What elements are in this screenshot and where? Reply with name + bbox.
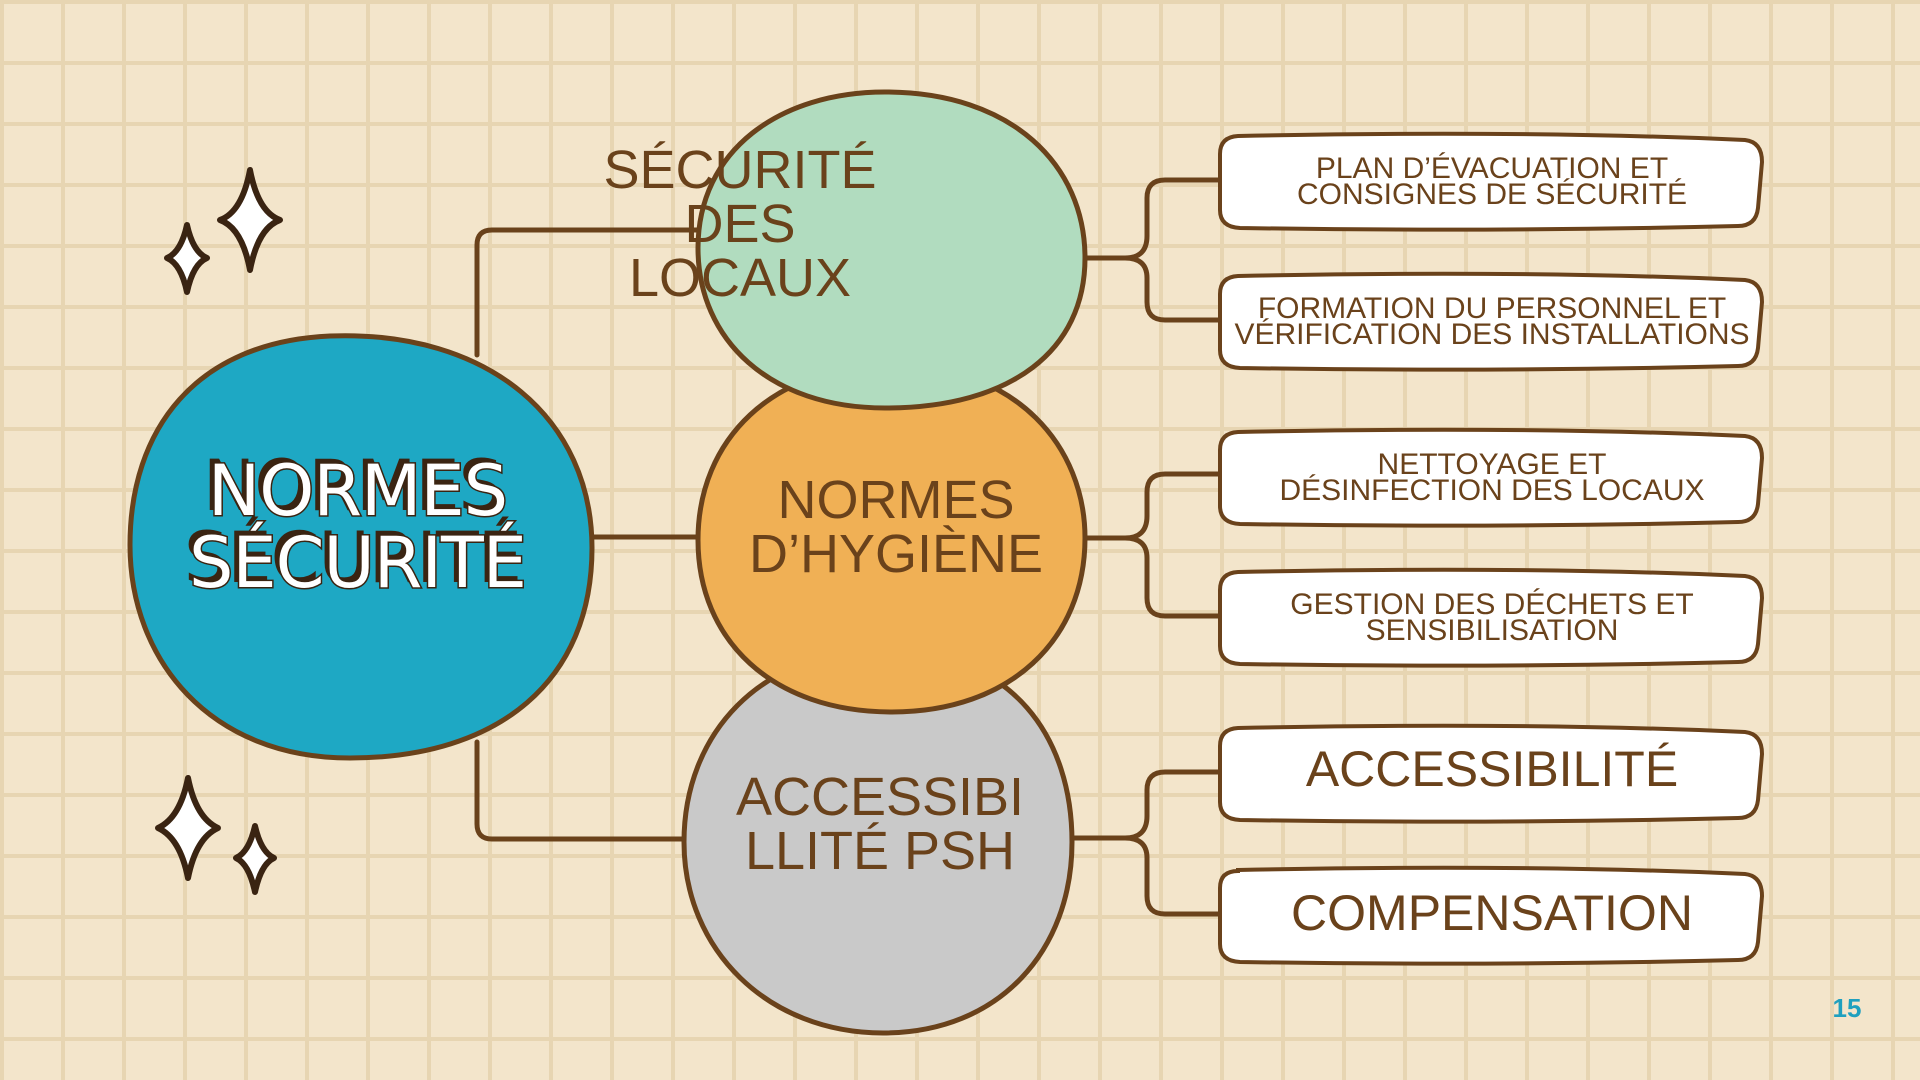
branch-label-line: NORMES xyxy=(777,470,1015,530)
leaf-label-line: NETTOYAGE ET xyxy=(1377,448,1607,481)
leaf-label-line: CONSIGNES DE SÉCURITÉ xyxy=(1296,178,1688,211)
sparkle-icon xyxy=(217,167,283,273)
leaf-label-line: DÉSINFECTION DES LOCAUX xyxy=(1279,474,1705,507)
sparkle-icon xyxy=(164,222,210,295)
leaf-label-line: COMPENSATION xyxy=(1291,885,1693,941)
bracket-hygiene xyxy=(1084,471,1221,619)
branch-label-securite: SÉCURITÉ DES LOCAUX xyxy=(570,143,910,305)
branch-label-line: ACCESSIBI xyxy=(735,767,1025,827)
leaf-label-accessibilite: ACCESSIBILITÉ xyxy=(1222,742,1762,796)
sparkle-icon xyxy=(155,775,221,881)
central-topic-line: NORMES xyxy=(206,450,509,532)
leaf-label-plan-evacuation: PLAN D’ÉVACUATION ET CONSIGNES DE SÉCURI… xyxy=(1222,152,1762,211)
branch-blob-accessibilite xyxy=(681,647,1075,1036)
leaf-label-line: FORMATION DU PERSONNEL ET xyxy=(1257,292,1727,325)
branch-label-line: LLITÉ PSH xyxy=(744,821,1016,881)
leaf-box-plan-evacuation xyxy=(1218,131,1765,232)
leaf-box-compensation xyxy=(1218,865,1765,966)
leaf-box-accessibilite xyxy=(1218,723,1765,824)
bracket-accessibilite xyxy=(1069,769,1221,917)
central-blob xyxy=(127,333,595,761)
central-topic-label: NORMES SÉCURITÉ xyxy=(120,450,595,604)
branch-label-line: DES xyxy=(684,194,796,254)
branch-blob-hygiene xyxy=(695,362,1088,715)
branch-label-hygiene: NORMES D’HYGIÈNE xyxy=(716,473,1076,581)
page-number: 15 xyxy=(1832,993,1862,1023)
leaf-label-line: VÉRIFICATION DES INSTALLATIONS xyxy=(1234,318,1750,351)
leaf-box-gestion-dechets xyxy=(1218,567,1765,668)
connector-central-to-accessibilite xyxy=(474,739,691,842)
leaf-label-compensation: COMPENSATION xyxy=(1222,886,1762,940)
leaf-label-nettoyage: NETTOYAGE ET DÉSINFECTION DES LOCAUX xyxy=(1222,448,1762,507)
branch-label-line: LOCAUX xyxy=(628,248,852,308)
leaf-label-formation-personnel: FORMATION DU PERSONNEL ET VÉRIFICATION D… xyxy=(1222,292,1762,351)
branch-label-line: D’HYGIÈNE xyxy=(748,524,1044,584)
branch-label-line: SÉCURITÉ xyxy=(603,140,877,200)
leaf-box-nettoyage xyxy=(1218,427,1765,528)
leaf-box-formation-personnel xyxy=(1218,271,1765,372)
leaf-label-line: PLAN D’ÉVACUATION ET xyxy=(1315,152,1669,185)
connector-central-to-securite xyxy=(474,227,705,358)
central-topic-line: SÉCURITÉ xyxy=(187,522,528,604)
leaf-label-line: ACCESSIBILITÉ xyxy=(1305,741,1679,797)
leaf-label-line: SENSIBILISATION xyxy=(1365,614,1619,647)
branch-blob-securite xyxy=(695,89,1088,411)
bracket-securite xyxy=(1084,177,1221,323)
sparkle-icon xyxy=(233,823,277,895)
leaf-label-gestion-dechets: GESTION DES DÉCHETS ET SENSIBILISATION xyxy=(1222,588,1762,647)
leaf-label-line: GESTION DES DÉCHETS ET xyxy=(1290,588,1694,621)
branch-label-accessibilite: ACCESSIBI LLITÉ PSH xyxy=(710,770,1050,878)
